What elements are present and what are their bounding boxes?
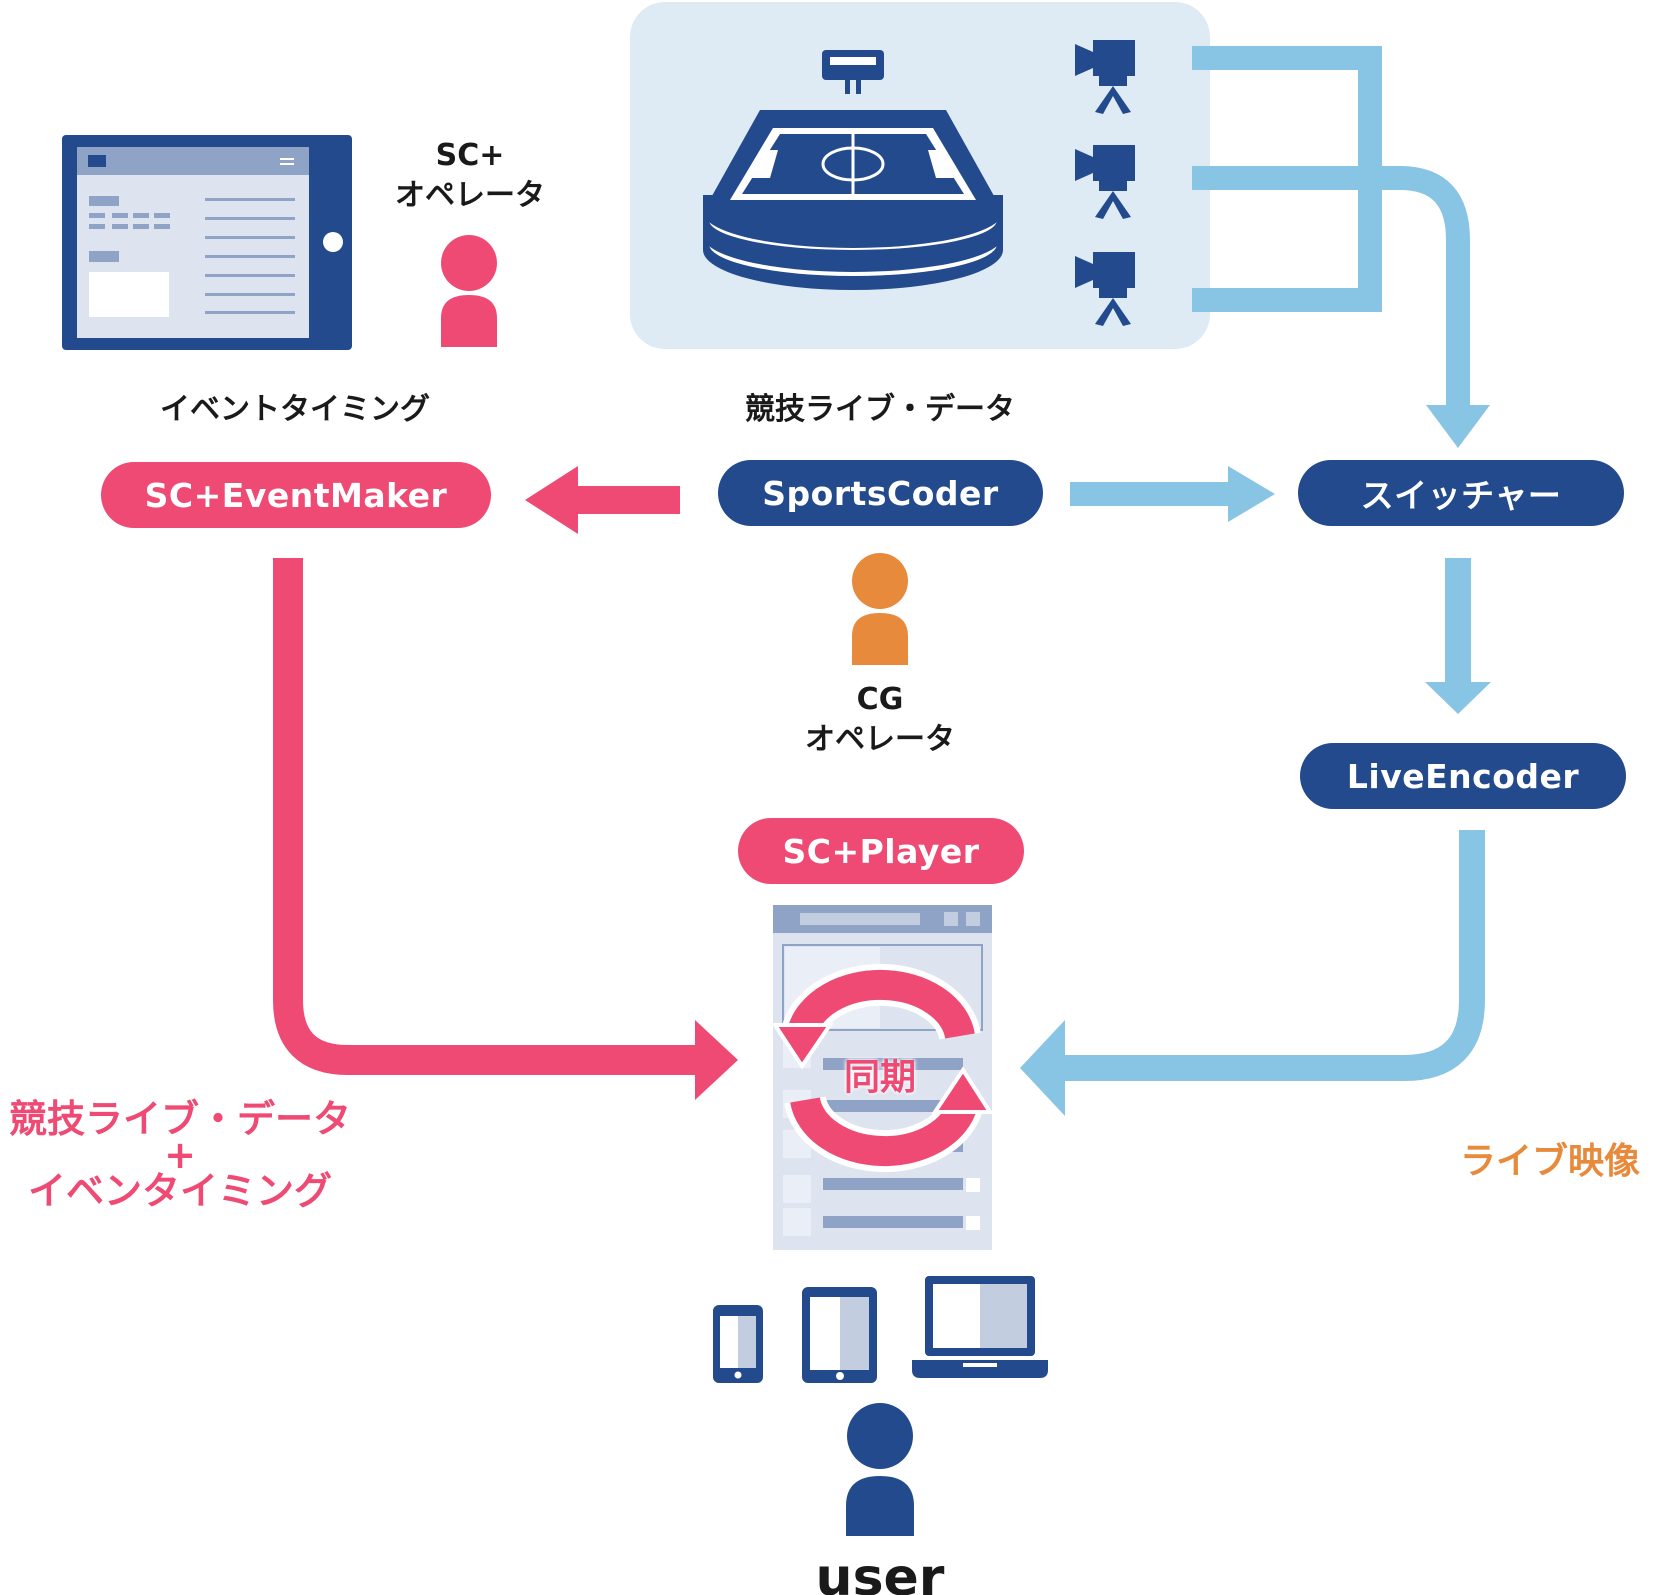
cg-operator-line2: オペレータ bbox=[805, 722, 955, 757]
event-timing-label: イベントタイミング bbox=[160, 392, 430, 427]
laptop-icon bbox=[912, 1276, 1048, 1378]
person-icon bbox=[846, 1403, 914, 1536]
eventmaker-label: SC+EventMaker bbox=[144, 475, 448, 515]
person-icon bbox=[441, 235, 497, 347]
arrow-to-switcher bbox=[1426, 405, 1490, 448]
camera-icon bbox=[1075, 145, 1135, 219]
cg-operator-line1: CG bbox=[856, 682, 904, 717]
person-icon bbox=[852, 553, 908, 665]
tablet-icon bbox=[802, 1287, 877, 1383]
sync-icon bbox=[771, 963, 994, 1173]
arrow-to-player-pink bbox=[695, 1020, 738, 1100]
player-label: SC+Player bbox=[782, 831, 980, 871]
sync-label: 同期 bbox=[843, 1057, 916, 1098]
camera-icon bbox=[1075, 252, 1135, 326]
event-data-line bbox=[273, 558, 700, 1075]
sportscoder-label: SportsCoder bbox=[762, 473, 999, 513]
liveencoder-label: LiveEncoder bbox=[1346, 756, 1580, 796]
arrow-switcher-to-encoder bbox=[1425, 682, 1491, 714]
camera-icon bbox=[1075, 40, 1135, 114]
combined-data-label: 競技ライブ・データ + イベンタイミング bbox=[0, 1098, 360, 1212]
combined-line3: イベンタイミング bbox=[27, 1169, 332, 1213]
combined-line2: + bbox=[164, 1133, 196, 1177]
camera-feed-lines bbox=[1192, 46, 1470, 410]
arrow-sportscoder-to-switcher bbox=[1228, 466, 1275, 522]
sc-operator-line2: オペレータ bbox=[395, 178, 545, 213]
live-video-label: ライブ映像 bbox=[1459, 1141, 1640, 1182]
sc-operator-label: SC+ オペレータ bbox=[370, 136, 570, 216]
smartphone-icon bbox=[713, 1305, 763, 1383]
stadium-icon bbox=[703, 50, 1003, 290]
cg-operator-label: CG オペレータ bbox=[780, 680, 980, 760]
switcher-node: スイッチャー bbox=[1298, 460, 1624, 526]
player-node: SC+Player bbox=[738, 818, 1024, 884]
live-data-label: 競技ライブ・データ bbox=[745, 392, 1015, 427]
arrow-sportscoder-to-eventmaker bbox=[525, 466, 578, 534]
combined-line1: 競技ライブ・データ bbox=[8, 1097, 351, 1141]
liveencoder-node: LiveEncoder bbox=[1300, 743, 1626, 809]
user-label: user bbox=[815, 1548, 945, 1595]
tablet-icon bbox=[62, 135, 352, 350]
switcher-label: スイッチャー bbox=[1360, 476, 1562, 515]
sportscoder-node: SportsCoder bbox=[718, 460, 1043, 526]
live-video-line bbox=[1060, 830, 1485, 1081]
arrow-to-player-blue bbox=[1020, 1020, 1065, 1116]
sc-operator-line1: SC+ bbox=[435, 138, 505, 173]
eventmaker-node: SC+EventMaker bbox=[101, 462, 491, 528]
player-screen-icon bbox=[773, 905, 992, 1250]
